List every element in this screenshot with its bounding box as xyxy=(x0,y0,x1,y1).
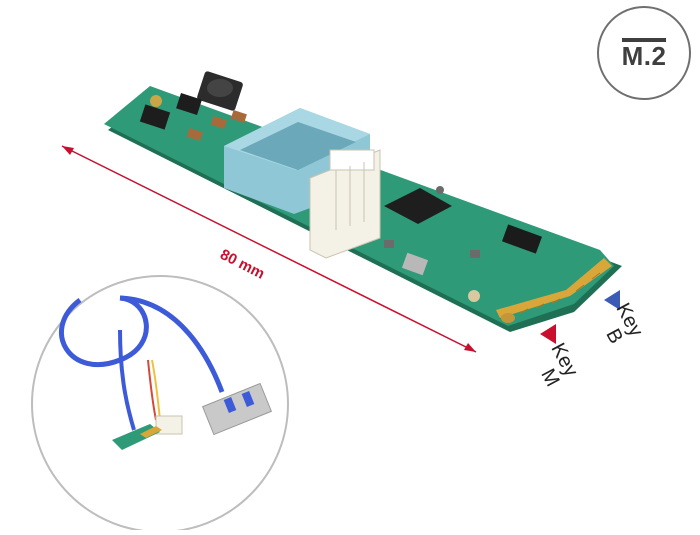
dimension-line xyxy=(61,145,477,353)
m2-card xyxy=(104,71,622,332)
inset-circle xyxy=(31,275,289,533)
m2-badge-label: M.2 xyxy=(621,37,667,69)
cable-kit xyxy=(59,295,273,450)
controller-chip xyxy=(384,188,452,224)
power-connector xyxy=(309,149,381,259)
key-m-marker xyxy=(540,324,556,344)
inductor xyxy=(197,71,243,111)
m2-badge: M.2 xyxy=(597,6,691,100)
key-b-marker xyxy=(604,290,620,310)
